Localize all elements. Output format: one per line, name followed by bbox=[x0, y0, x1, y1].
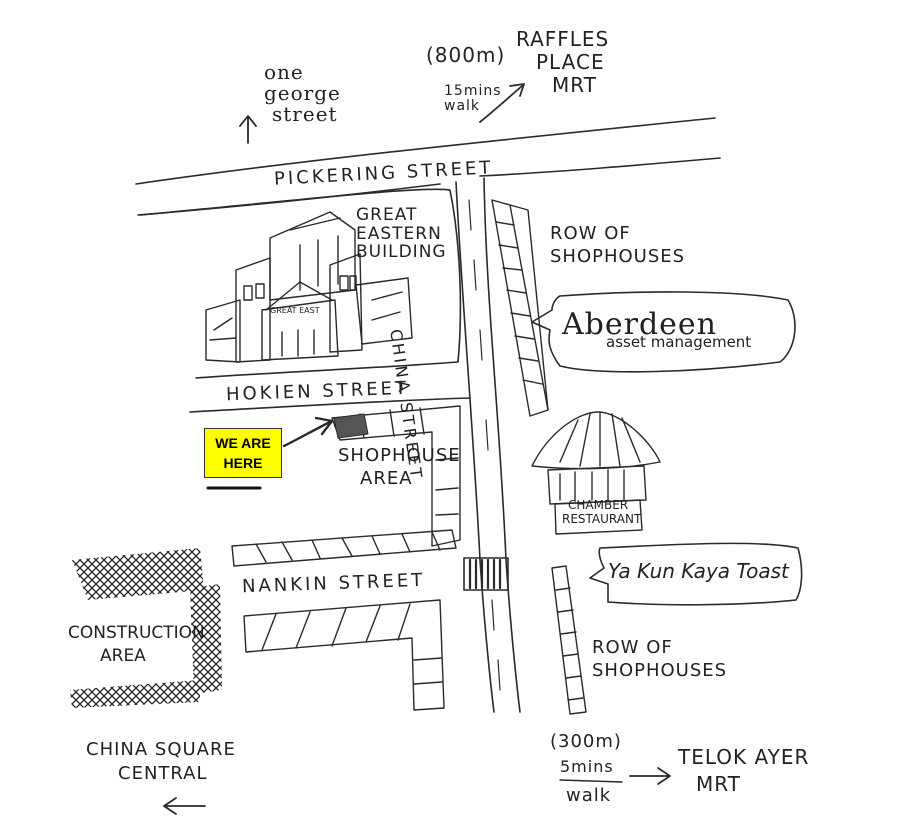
raffles-place-mrt-label: RAFFLES PLACE MRT bbox=[516, 27, 610, 97]
row-of-shophouses-top-label: ROW OF SHOPHOUSES bbox=[550, 223, 686, 268]
arrow-up-one-george bbox=[239, 115, 257, 144]
telok-distance: (300m) bbox=[550, 731, 622, 752]
shophouse-area-drawing bbox=[331, 405, 461, 547]
row-of-shophouses-bottom-label: ROW OF SHOPHOUSES bbox=[592, 637, 728, 682]
crossing bbox=[463, 557, 509, 591]
great-eastern-building-label: GREAT EASTERN BUILDING bbox=[356, 205, 447, 263]
chamber-restaurant-label: CHAMBER RESTAURANT bbox=[562, 498, 642, 527]
ya-kun-kaya-toast-label: Ya Kun Kaya Toast bbox=[608, 559, 789, 583]
one-george-street-label: one george street bbox=[264, 60, 341, 126]
telok-ayer-mrt-label: TELOK AYER MRT bbox=[678, 745, 810, 796]
nankin-south-block bbox=[243, 599, 445, 711]
pickering-street-road bbox=[135, 117, 716, 185]
construction-area-label: CONSTRUCTION AREA bbox=[68, 623, 205, 666]
asset-management-label: asset management bbox=[606, 333, 752, 351]
arrow-raffles bbox=[479, 83, 525, 123]
aberdeen-label: Aberdeen bbox=[562, 307, 717, 342]
great-east-sign: GREAT EAST bbox=[270, 306, 320, 315]
we-are-here-marker: WE ARE HERE bbox=[204, 428, 282, 478]
china-street-road bbox=[455, 181, 495, 713]
arrow-china-square bbox=[163, 797, 206, 815]
shophouse-row-bottom-drawing bbox=[551, 565, 587, 715]
chamber-restaurant-drawing bbox=[531, 411, 661, 535]
shophouse-row-top-drawing bbox=[491, 199, 549, 417]
ya-kun-bubble bbox=[589, 542, 803, 606]
raffles-distance: (800m) bbox=[426, 43, 506, 67]
raffles-walk: 15mins walk bbox=[444, 83, 502, 114]
shophouse-area-label: SHOPHOUSE AREA bbox=[338, 445, 461, 490]
construction-area-drawing bbox=[70, 548, 222, 708]
great-eastern-building-drawing bbox=[205, 211, 413, 363]
we-are-here-arrow bbox=[282, 420, 332, 448]
nankin-north-block bbox=[231, 529, 457, 567]
telok-walk-time: 5mins bbox=[560, 757, 614, 776]
aberdeen-bubble bbox=[531, 291, 796, 373]
arrow-telok bbox=[629, 767, 671, 785]
telok-walk: walk bbox=[566, 785, 612, 806]
china-square-central-label: CHINA SQUARE CENTRAL bbox=[86, 739, 236, 785]
